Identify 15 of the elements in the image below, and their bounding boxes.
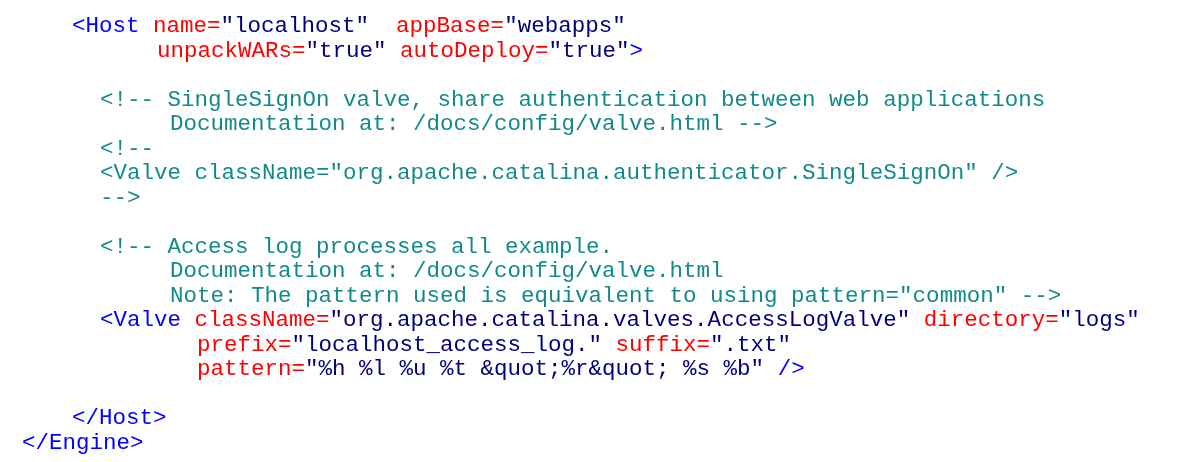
code-line: <!-- Access log processes all example. <box>100 234 614 259</box>
code-line: <!-- <box>100 136 154 161</box>
code-line: </Host> <box>72 406 167 430</box>
code-line: pattern="%h %l %u %t &quot;%r&quot; %s %b" /> <box>197 357 805 381</box>
code-line: unpackWARs="true" autoDeploy="true"> <box>157 38 644 63</box>
code-line: </Engine> <box>22 430 144 455</box>
code-line: prefix="localhost_access_log." suffix=".txt" <box>197 332 792 357</box>
code-line: --> <box>100 185 141 210</box>
code-line: <Host name="localhost" appBase="webapps" <box>72 14 626 38</box>
code-line: Note: The pattern used is equivalent to using pattern="common" --> <box>170 283 1062 308</box>
code-line: <!-- SingleSignOn valve, share authentication between web applications <box>100 87 1046 112</box>
code-line: Documentation at: /docs/config/valve.html <box>170 259 724 283</box>
code-line: <Valve className="org.apache.catalina.authenticator.SingleSignOn" /> <box>100 161 1019 185</box>
code-line: Documentation at: /docs/config/valve.html --> <box>170 112 778 136</box>
code-line: <Valve className="org.apache.catalina.valves.AccessLogValve" directory="logs" <box>100 308 1140 332</box>
